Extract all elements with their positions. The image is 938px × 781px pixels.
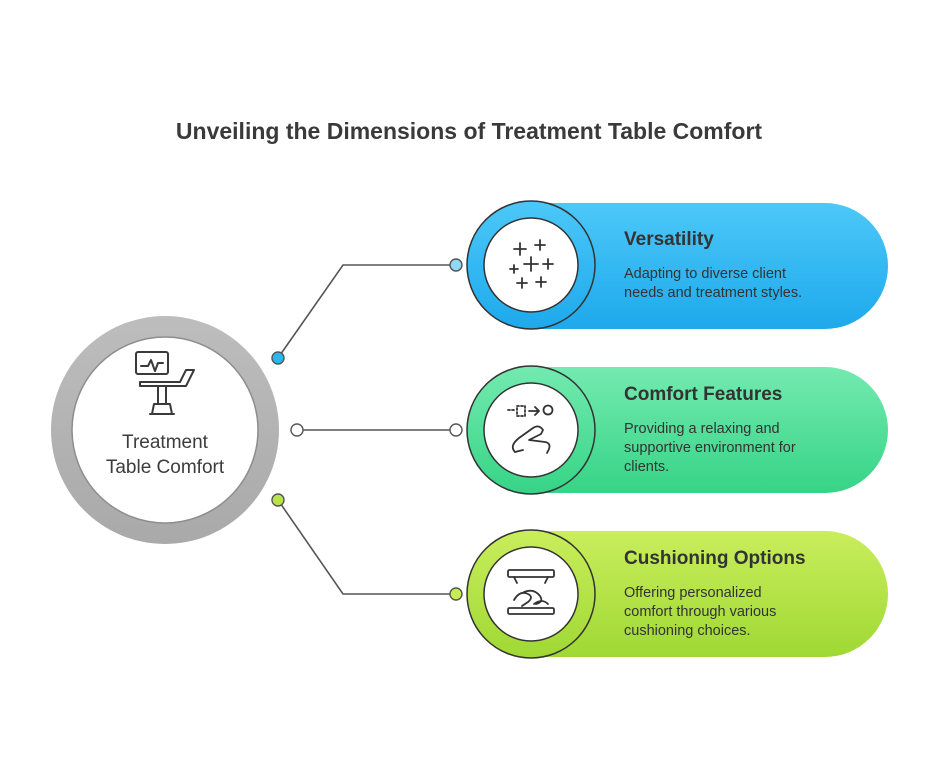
connector-versatility: [277, 264, 456, 359]
card-cushioning-options: [466, 529, 888, 659]
connector-dot-cushioning-end: [449, 587, 463, 601]
connector-lines: [271, 258, 463, 601]
cushion-stack-icon: [507, 569, 555, 615]
center-label-text: Treatment Table Comfort: [105, 432, 225, 478]
reclining-person-icon: [507, 404, 554, 454]
connector-dot-cushioning-start: [271, 493, 285, 507]
card-title-versatility: Versatility: [624, 229, 714, 250]
connector-cushioning: [277, 499, 456, 595]
card-description-versatility: Adapting to diverse client needs and tre…: [624, 266, 803, 301]
sparkle-crosses-icon: [509, 239, 554, 289]
center-hub: [51, 316, 279, 544]
card-description-cushioning-options: Offering personalized comfort through va…: [624, 585, 777, 639]
connector-dot-versatility-start: [271, 351, 285, 365]
card-description-comfort-features: Providing a relaxing and supportive envi…: [624, 421, 796, 475]
card-title-cushioning-options: Cushioning Options: [624, 548, 806, 569]
treatment-chair-icon: [135, 351, 195, 415]
card-versatility: [466, 200, 888, 330]
center-label: Treatment Table Comfort: [82, 430, 248, 480]
card-comfort-features: [466, 365, 888, 495]
card-title-comfort-features: Comfort Features: [624, 384, 783, 405]
connector-dot-comfort-start: [290, 423, 304, 437]
connector-dot-versatility-end: [449, 258, 463, 272]
diagram-title: Unveiling the Dimensions of Treatment Ta…: [175, 118, 763, 144]
connector-dot-comfort-end: [449, 423, 463, 437]
